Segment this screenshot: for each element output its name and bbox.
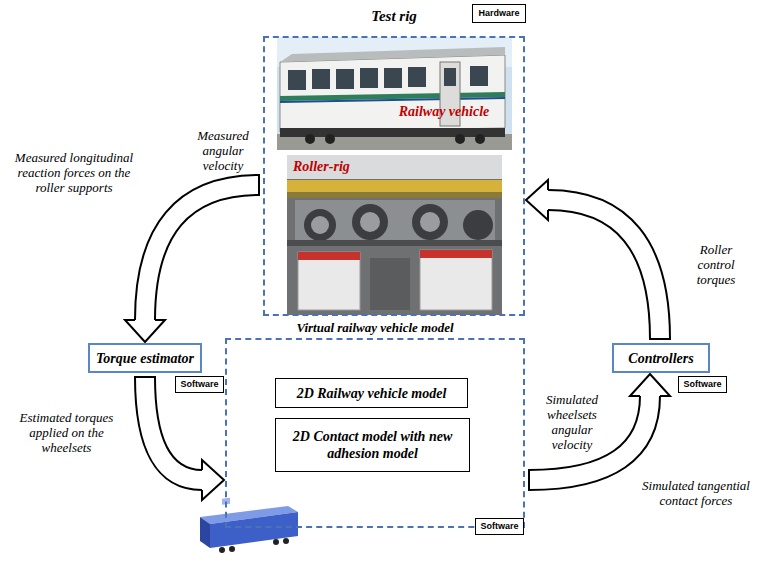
hollow-arrow [125,174,259,342]
box-text: 2D Contact model with new adhesion model [282,428,463,462]
tag-text: Hardware [478,8,519,19]
train-icon [200,498,298,553]
dashed-region: Test rigHardware [263,36,525,316]
tag-text: Software [180,379,218,390]
edge-label: Simulated wheelsets angular velocity [530,392,614,452]
tag-box: Software [475,518,524,535]
tag-box: Hardware [472,4,526,23]
edge-label: Measured longitudinal reaction forces on… [4,150,144,195]
dashed-region: Virtual railway vehicle model2D Railway … [225,338,525,528]
box-text: Torque estimator [96,350,194,367]
tag-box: Software [175,376,224,393]
photo-caption: Railway vehicle [388,104,500,120]
box-text: Controllers [628,350,693,367]
edge-label: Roller control torques [680,242,752,287]
model-box: 2D Contact model with new adhesion model [275,418,470,472]
tag-box: Software [678,376,727,393]
flow-label: Measured angular velocity [188,128,258,173]
tag-text: Software [683,379,721,390]
region-title: Virtual railway vehicle model [187,320,563,336]
railway-vehicle-photo [277,37,512,150]
tag-text: Software [480,521,518,532]
process-box: Torque estimator [88,343,202,373]
hollow-arrow [529,374,670,491]
flow-label: Simulated tangential contact forces [636,478,756,508]
model-box: 2D Railway vehicle model [275,378,468,408]
hollow-arrow [526,180,671,339]
process-box: Controllers [612,343,710,373]
box-text: 2D Railway vehicle model [297,385,447,402]
hollow-arrow [134,377,224,500]
photo-caption: Roller-rig [293,159,373,175]
edge-label: Estimated torques applied on the wheelse… [4,410,129,455]
roller-rig-photo [287,155,502,315]
